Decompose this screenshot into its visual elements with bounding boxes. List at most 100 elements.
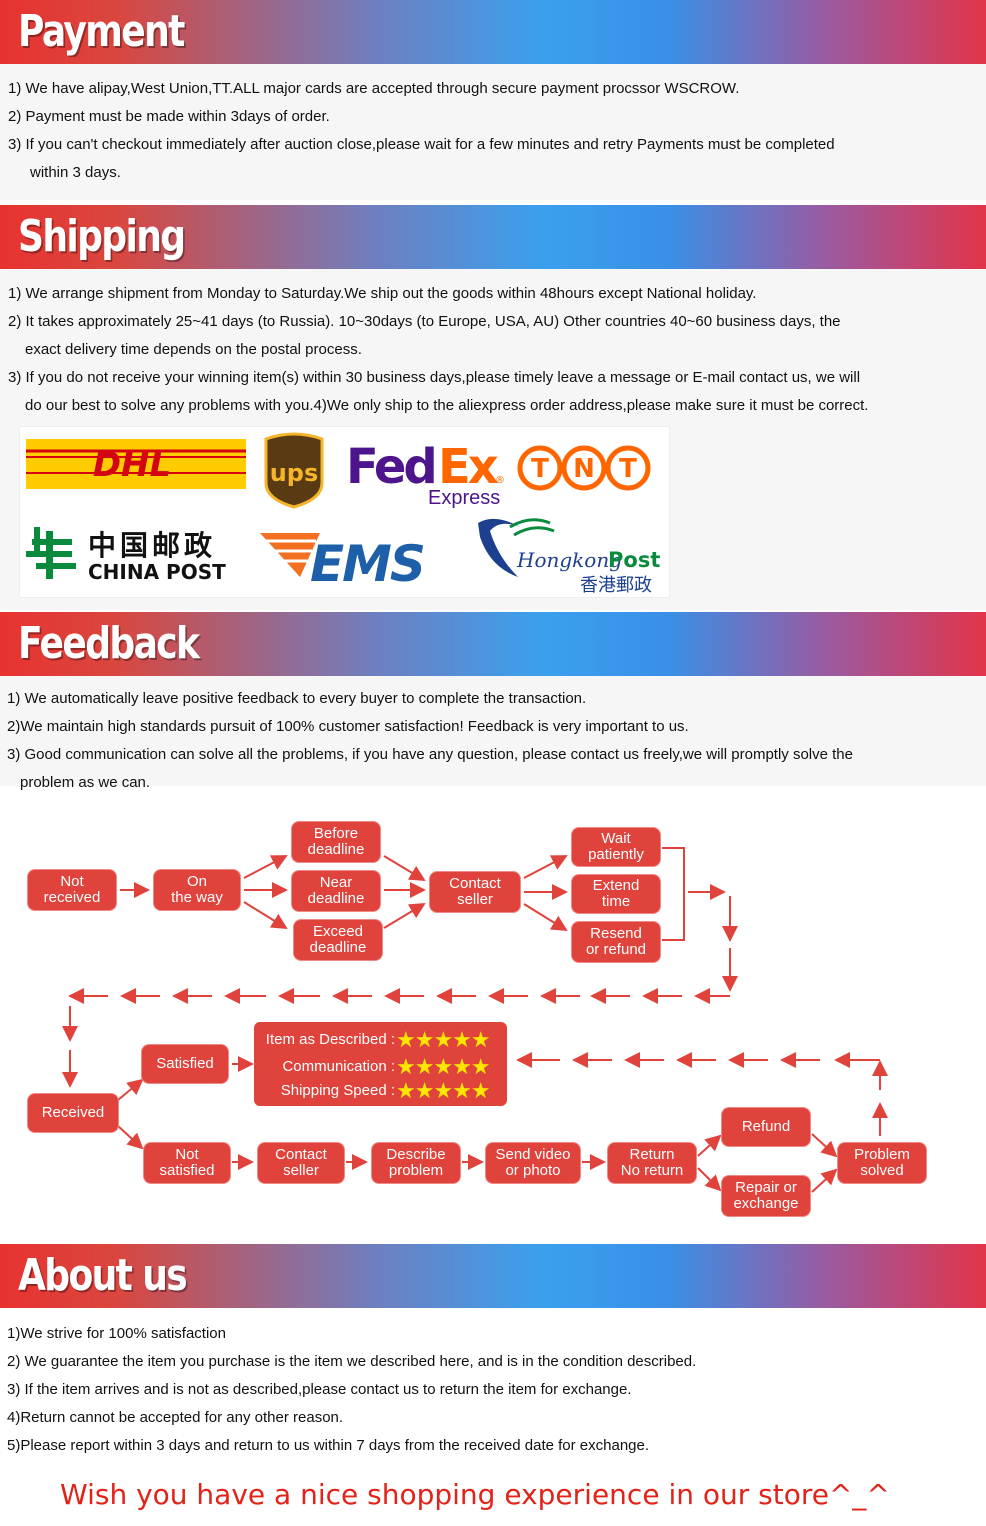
exceed-deadline-line-1: Exceed [312, 923, 364, 940]
shipping-line-2: 2) It takes approximately 25~41 days (to… [8, 313, 841, 330]
ratings-box: Item as Described : ★★★★★ Communication … [254, 1022, 507, 1106]
on-the-way-line-1: On [186, 873, 207, 890]
repair-line-2: exchange [733, 1195, 799, 1212]
rating-communication: Communication : ★★★★★ [254, 1054, 507, 1079]
return-line-1: Return [629, 1146, 675, 1163]
star-rating-icon: ★★★★★ [396, 1078, 491, 1103]
resend-or-refund-line-2: or refund [585, 941, 647, 958]
near-deadline-line-2: deadline [307, 890, 365, 907]
feedback-text: 1) We automatically leave positive feedb… [0, 676, 986, 791]
satisfied-box: Satisfied [142, 1045, 228, 1083]
payment-banner: Payment [0, 0, 986, 64]
before-deadline-line-1: Before [313, 825, 359, 842]
shipping-line-3: exact delivery time depends on the posta… [25, 341, 362, 358]
china-post-en-text: CHINA POST [88, 560, 226, 584]
refund-box: Refund [722, 1108, 810, 1146]
wait-patiently-line-2: patiently [588, 846, 644, 863]
not-received-line-2: received [43, 889, 101, 906]
carrier-logos: DHL ups Fed Ex ® Express T N T [19, 426, 670, 598]
payment-line-4: within 3 days. [30, 164, 121, 181]
received-label: Received [41, 1104, 105, 1121]
rating-label: Communication : [282, 1058, 395, 1075]
hkpost-b-text: Post [608, 548, 660, 572]
describe-problem-line-2: problem [388, 1162, 444, 1179]
star-rating-icon: ★★★★★ [396, 1054, 491, 1079]
shipping-line-1: 1) We arrange shipment from Monday to Sa… [8, 285, 757, 302]
about-title: About us [18, 1250, 188, 1301]
rating-item-described: Item as Described : ★★★★★ [254, 1027, 507, 1052]
satisfied-label: Satisfied [156, 1055, 214, 1072]
payment-line-1: 1) We have alipay,West Union,TT.ALL majo… [8, 80, 740, 97]
return-line-2: No return [620, 1162, 684, 1179]
payment-line-2: 2) Payment must be made within 3days of … [8, 108, 330, 125]
feedback-line-2: 2)We maintain high standards pursuit of … [7, 718, 689, 735]
not-received-line-1: Not [60, 873, 84, 890]
not-satisfied-line-1: Not [175, 1146, 199, 1163]
describe-problem-line-1: Describe [386, 1146, 446, 1163]
near-deadline-line-1: Near [319, 874, 353, 891]
ups-text: ups [270, 459, 319, 487]
extend-time-line-2: time [601, 893, 631, 910]
not-satisfied-line-2: satisfied [159, 1162, 215, 1179]
shipping-line-4: 3) If you do not receive your winning it… [8, 369, 861, 386]
repair-line-1: Repair or [735, 1179, 797, 1196]
contact-seller-2-line-2: seller [283, 1162, 319, 1179]
about-line-4: 4)Return cannot be accepted for any othe… [7, 1409, 344, 1426]
contact-seller-1-line-1: Contact [449, 875, 501, 892]
rating-shipping-speed: Shipping Speed : ★★★★★ [254, 1078, 507, 1103]
fedex-reg-text: ® [495, 475, 505, 486]
dhl-logo: DHL [26, 439, 246, 489]
fedex-ex-text: Ex [438, 439, 499, 495]
refund-label: Refund [741, 1118, 791, 1135]
problem-solved-line-2: solved [860, 1162, 904, 1179]
flow-arrows [62, 847, 888, 1193]
before-deadline-line-2: deadline [307, 841, 365, 858]
rating-label: Item as Described : [265, 1031, 395, 1048]
hkpost-a-text: Hongkong [516, 548, 622, 572]
about-banner: About us [0, 1244, 986, 1308]
send-video-line-2: or photo [505, 1162, 561, 1179]
fedex-fed-text: Fed [346, 439, 435, 495]
carrier-logos-svg: DHL ups Fed Ex ® Express T N T [26, 432, 660, 596]
contact-seller-1-line-2: seller [457, 891, 493, 908]
contact-seller-2-line-1: Contact [275, 1146, 327, 1163]
tnt-n: N [573, 454, 595, 484]
fedex-express-text: Express [428, 487, 500, 509]
feedback-line-1: 1) We automatically leave positive feedb… [7, 690, 587, 707]
shipping-line-5: do our best to solve any problems with y… [25, 397, 869, 414]
received-box: Received [28, 1094, 118, 1132]
about-line-2: 2) We guarantee the item you purchase is… [7, 1353, 697, 1370]
feedback-title: Feedback [18, 618, 200, 669]
payment-line-3: 3) If you can't checkout immediately aft… [8, 136, 835, 153]
problem-solved-line-1: Problem [854, 1146, 910, 1163]
shipping-title: Shipping [18, 211, 186, 262]
resend-or-refund-line-1: Resend [590, 925, 642, 942]
about-line-5: 5)Please report within 3 days and return… [7, 1437, 650, 1454]
closing-message: Wish you have a nice shopping experience… [60, 1478, 890, 1511]
rating-label: Shipping Speed : [280, 1082, 395, 1099]
on-the-way-line-2: the way [171, 889, 223, 906]
feedback-line-3: 3) Good communication can solve all the … [7, 746, 853, 763]
ems-logo: EMS [260, 533, 426, 593]
tnt-logo: T N T [517, 445, 651, 491]
wait-patiently-line-1: Wait [601, 830, 631, 847]
fedex-logo: Fed Ex ® Express [346, 439, 505, 509]
china-post-cn-text: 中国邮政 [88, 529, 216, 562]
dhl-text: DHL [93, 445, 171, 485]
payment-title: Payment [18, 6, 185, 57]
